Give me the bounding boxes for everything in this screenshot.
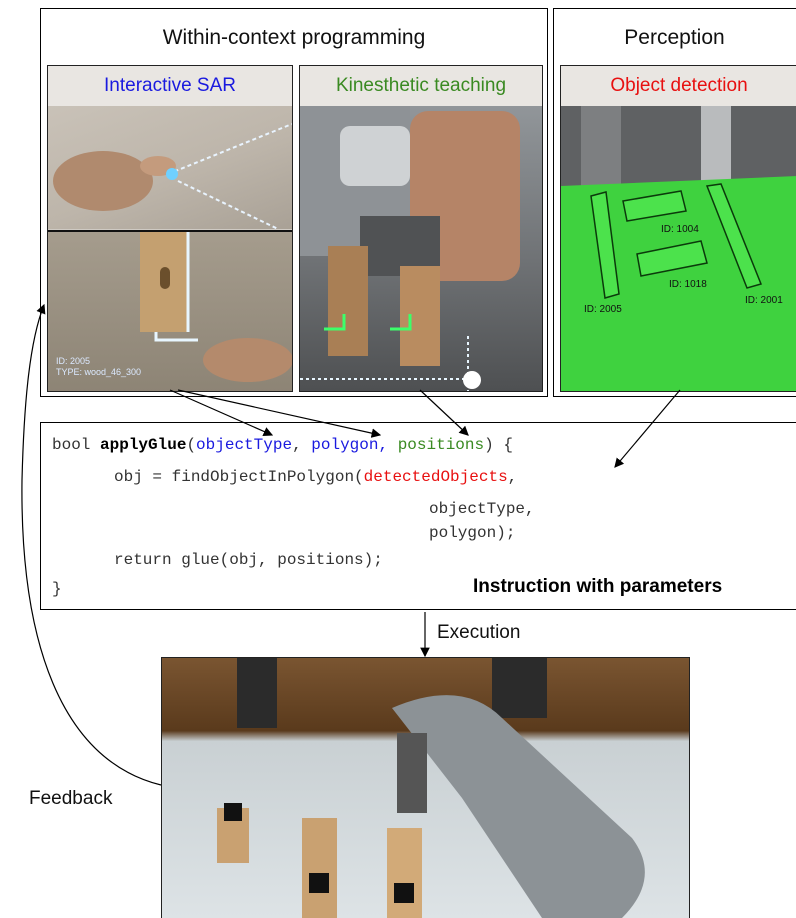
interactive-sar-photo: Interactive SAR ID: 2005 TYPE: wood_46_3… — [47, 65, 293, 392]
space — [388, 436, 398, 454]
projected-lines-graphic — [53, 123, 292, 229]
kinesthetic-scene-graphic — [300, 106, 520, 391]
code-line-2: obj = findObjectInPolygon(detectedObject… — [114, 465, 517, 489]
detection-id-2005: ID: 2005 — [584, 304, 622, 315]
sar-bottom-image: ID: 2005 TYPE: wood_46_300 — [48, 230, 292, 391]
code-line-4: polygon); — [429, 524, 516, 542]
detection-id-1018: ID: 1018 — [669, 279, 707, 290]
wood-piece-graphic — [140, 232, 292, 382]
kinesthetic-label: Kinesthetic teaching — [300, 66, 542, 106]
feedback-label: Feedback — [29, 788, 113, 809]
detection-id-2001: ID: 2001 — [745, 295, 783, 306]
comma-1: , — [292, 436, 312, 454]
interactive-sar-label: Interactive SAR — [48, 66, 292, 106]
perception-title: Perception — [624, 26, 725, 49]
execution-scene-graphic — [217, 658, 645, 918]
sar-overlay-id: ID: 2005 — [56, 356, 91, 366]
code-line-5: return glue(obj, positions); — [114, 551, 383, 569]
detection-scene-graphic — [561, 106, 796, 391]
code-line-1: bool applyGlue(objectType, polygon, posi… — [52, 433, 513, 457]
kw-bool: bool — [52, 436, 91, 454]
code-caption: Instruction with parameters — [473, 576, 723, 597]
sar-top-image — [48, 106, 292, 229]
comma-2: , — [507, 468, 518, 486]
sar-overlay-type: TYPE: wood_46_300 — [56, 367, 142, 377]
execution-photo — [161, 657, 690, 918]
find-call: obj = findObjectInPolygon( — [114, 468, 364, 486]
sig-end: ) { — [484, 436, 513, 454]
within-context-title: Within-context programming — [162, 26, 426, 49]
code-closing-brace: } — [52, 580, 62, 598]
func-apply-glue: applyGlue — [100, 436, 187, 454]
detected-objects: detectedObjects — [363, 468, 508, 486]
param-polygon: polygon, — [311, 436, 389, 454]
object-detection-label: Object detection — [561, 66, 796, 106]
execution-label: Execution — [437, 622, 521, 643]
object-detection-photo: Object detection ID: 1004 ID: 1018 ID: 2… — [560, 65, 796, 392]
param-positions: positions — [397, 436, 485, 454]
detection-id-1004: ID: 1004 — [661, 224, 699, 235]
paren-open: ( — [186, 436, 197, 454]
code-line-3: objectType, — [429, 500, 535, 518]
kinesthetic-photo: Kinesthetic teaching — [299, 65, 543, 392]
param-object-type: objectType — [196, 436, 293, 454]
